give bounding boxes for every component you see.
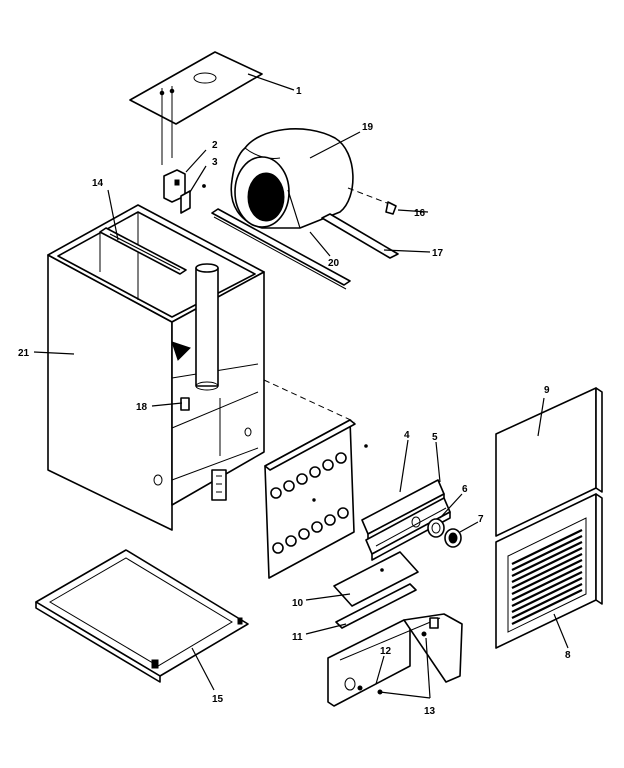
callout-6: 6: [462, 484, 468, 495]
callout-10: 10: [292, 598, 304, 609]
part-9-door-panel: [495, 387, 603, 537]
callout-5: 5: [432, 432, 438, 443]
partition-panel: [263, 379, 368, 579]
part-10-plate: [333, 551, 419, 607]
callout-9: 9: [544, 385, 550, 396]
callout-1: 1: [296, 86, 302, 97]
part-6-ring: [427, 518, 445, 538]
callout-7: 7: [478, 514, 484, 525]
flue-pipe: [195, 263, 219, 391]
part-18-bracket: [180, 397, 190, 411]
part-21-cabinet: [47, 204, 265, 531]
callout-18: 18: [136, 402, 148, 413]
part-19-blower-housing: [230, 128, 354, 229]
callout-11: 11: [292, 632, 303, 643]
part-17-slide-rail: [321, 213, 399, 259]
part-20-rail: [211, 208, 351, 290]
callout-2: 2: [212, 140, 218, 151]
part-8-grille-door: [495, 493, 603, 649]
callout-3: 3: [212, 157, 218, 168]
callout-12: 12: [380, 646, 392, 657]
callout-19: 19: [362, 122, 374, 133]
callout-labels: 1 2 3 4 5 6 7 8 9 10 11 12 13 14 15 16 1…: [18, 86, 571, 717]
part-16-clip: [347, 187, 397, 215]
callout-17: 17: [432, 248, 444, 259]
part-12-frame: [327, 613, 463, 707]
callout-16: 16: [414, 208, 426, 219]
part-7-ring: [444, 528, 462, 548]
panel-holes: [270, 452, 349, 554]
part-14-strip: [99, 227, 187, 275]
callout-14: 14: [92, 178, 104, 189]
leader-lines: [33, 73, 569, 699]
callout-8: 8: [565, 650, 571, 661]
grille-louvers: [511, 529, 583, 625]
part-1-top-plate: [129, 51, 263, 165]
part-15-bottom-plate: [35, 549, 249, 683]
callout-13: 13: [424, 706, 436, 717]
callout-21: 21: [18, 348, 30, 359]
part-3-clip: [180, 184, 206, 214]
callout-15: 15: [212, 694, 224, 705]
callout-20: 20: [328, 258, 340, 269]
callout-4: 4: [404, 430, 410, 441]
